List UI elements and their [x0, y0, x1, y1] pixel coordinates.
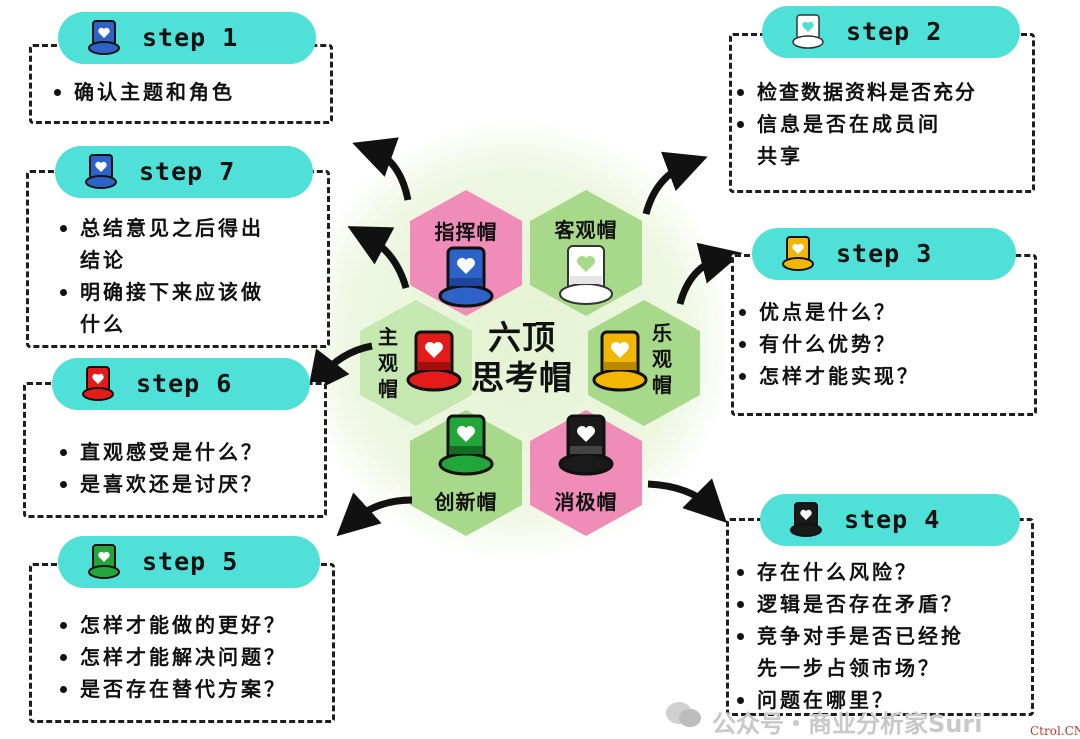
- watermark-text: 公众号・商业分析家Suri: [712, 710, 983, 738]
- list-item: 怎样才能做的更好？: [58, 609, 287, 641]
- hex-label-white: 客观帽: [554, 218, 618, 242]
- step5-list: 怎样才能做的更好？ 怎样才能解决问题？ 是否存在替代方案？: [58, 609, 287, 705]
- step2-pill: step 2: [762, 6, 1020, 58]
- arrow-to-step3: [676, 242, 743, 305]
- step2-box: [729, 33, 1035, 193]
- arrow-to-step5: [336, 492, 413, 537]
- hex-label-green: 创新帽: [434, 490, 498, 514]
- center-title-line2: 思考帽: [471, 358, 573, 397]
- list-item-cont: 结论: [80, 248, 126, 272]
- list-item-cont: 先一步占领市场？: [757, 656, 941, 680]
- step6-list: 直观感受是什么？ 是喜欢还是讨厌？: [58, 436, 264, 500]
- list-item-cont: 什么: [80, 312, 126, 336]
- list-item: 直观感受是什么？: [58, 436, 264, 468]
- step1-label: step 1: [142, 23, 239, 52]
- blue-hat-icon: [438, 246, 494, 308]
- yellow-hat-icon: [782, 236, 814, 271]
- list-item: 是喜欢还是讨厌？: [58, 468, 264, 500]
- step5-pill: step 5: [58, 536, 320, 588]
- center-title: 六顶 思考帽: [462, 318, 582, 398]
- step4-label: step 4: [844, 505, 941, 534]
- list-item: 信息是否在成员间: [735, 108, 977, 140]
- step1-list: 确认主题和角色: [52, 76, 235, 108]
- black-hat-icon: [790, 502, 822, 537]
- step7-list: 总结意见之后得出 结论 明确接下来应该做 什么: [58, 212, 264, 340]
- hex-white-hat: 客观帽: [530, 190, 642, 316]
- step4-box: [726, 518, 1034, 716]
- hex-black-hat: 消极帽: [530, 410, 642, 536]
- list-item: 怎样才能解决问题？: [58, 641, 287, 673]
- step3-list: 优点是什么？ 有什么优势？ 怎样才能实现？: [737, 296, 920, 392]
- black-hat-icon: [558, 414, 614, 476]
- hex-label-blue: 指挥帽: [434, 220, 498, 244]
- arrow-to-step4: [647, 478, 727, 523]
- brand-mark: Ctrol.CN: [1030, 724, 1080, 738]
- list-item: 有什么优势？: [737, 328, 920, 360]
- wechat-icon: [666, 702, 701, 727]
- step7-label: step 7: [139, 157, 236, 186]
- step3-pill: step 3: [752, 228, 1016, 280]
- step4-pill: step 4: [760, 494, 1020, 546]
- hex-red-hat: 主观帽: [360, 300, 472, 426]
- list-item: 逻辑是否存在矛盾？: [735, 588, 964, 620]
- step3-box: [731, 254, 1037, 416]
- blue-hat-icon: [88, 20, 120, 55]
- step4-list: 存在什么风险？ 逻辑是否存在矛盾？ 竞争对手是否已经抢 先一步占领市场？ 问题在…: [735, 556, 964, 716]
- green-hat-icon: [88, 544, 120, 579]
- step5-label: step 5: [142, 547, 239, 576]
- center-title-line1: 六顶: [488, 318, 556, 357]
- green-hat-icon: [438, 414, 494, 476]
- hex-blue-hat: 指挥帽: [410, 190, 522, 316]
- list-item: 存在什么风险？: [735, 556, 964, 588]
- step2-list: 检查数据资料是否充分 信息是否在成员间 共享: [735, 76, 977, 172]
- yellow-hat-icon: [592, 330, 648, 392]
- list-item: 优点是什么？: [737, 296, 920, 328]
- list-item: 竞争对手是否已经抢: [735, 620, 964, 652]
- list-item: 检查数据资料是否充分: [735, 76, 977, 108]
- step1-pill: step 1: [58, 12, 316, 64]
- list-item: 问题在哪里？: [735, 684, 964, 716]
- step7-box: [26, 170, 330, 348]
- red-hat-icon: [82, 366, 114, 401]
- step2-label: step 2: [846, 17, 943, 46]
- white-hat-icon: [792, 14, 824, 49]
- step6-pill: step 6: [52, 358, 310, 410]
- hex-label-black: 消极帽: [554, 490, 618, 514]
- arrow-to-step7: [347, 226, 410, 289]
- list-item-cont: 共享: [757, 144, 803, 168]
- step6-label: step 6: [136, 369, 233, 398]
- white-hat-icon: [559, 245, 613, 305]
- list-item: 怎样才能实现？: [737, 360, 920, 392]
- hex-label-yellow: 乐观帽: [652, 321, 672, 397]
- list-item: 确认主题和角色: [52, 76, 235, 108]
- arrow-to-step1: [352, 137, 412, 201]
- step3-label: step 3: [836, 239, 933, 268]
- list-item: 是否存在替代方案？: [58, 673, 287, 705]
- hex-green-hat: 创新帽: [410, 410, 522, 536]
- hex-yellow-hat: 乐观帽: [588, 300, 700, 426]
- hex-label-red: 主观帽: [378, 325, 398, 401]
- list-item: 明确接下来应该做: [58, 276, 264, 308]
- arrow-to-step6: [307, 342, 373, 395]
- blue-hat-icon: [85, 154, 117, 189]
- red-hat-icon: [406, 330, 462, 392]
- arrow-to-step2: [642, 151, 708, 215]
- step7-pill: step 7: [55, 146, 313, 198]
- list-item: 总结意见之后得出: [58, 212, 264, 244]
